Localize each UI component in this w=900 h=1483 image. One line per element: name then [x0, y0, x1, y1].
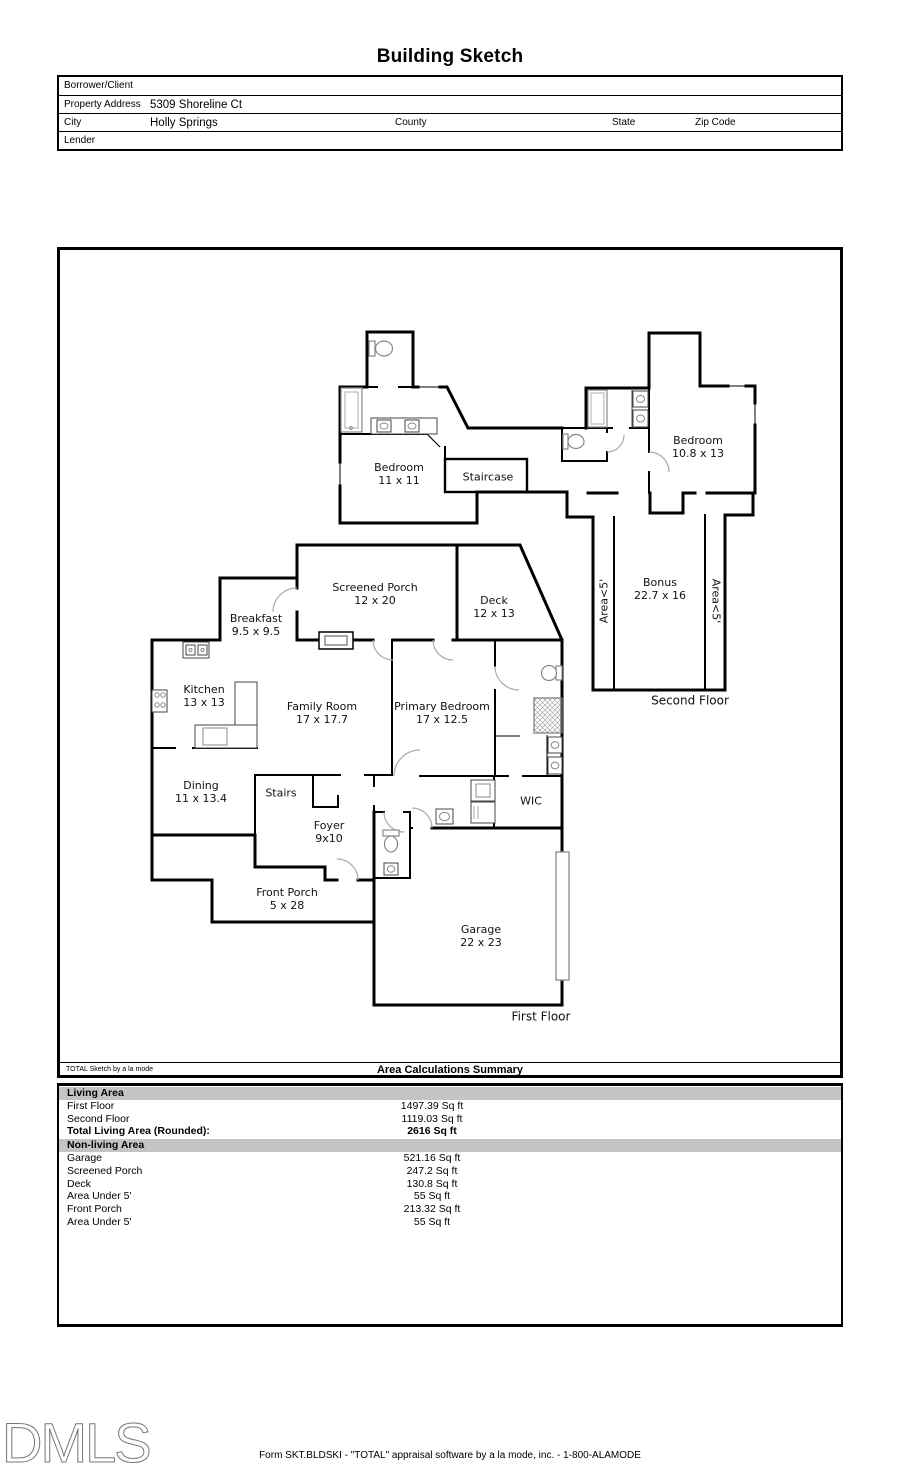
- door-arcs: [272, 433, 670, 881]
- header-row-address: Property Address 5309 Shoreline Ct: [59, 96, 841, 114]
- property-address-value: 5309 Shoreline Ct: [150, 99, 243, 111]
- table-row-total: Total Living Area (Rounded): 2616 Sq ft: [67, 1125, 457, 1138]
- sink-icon: [383, 862, 399, 876]
- watermark-text: DMLS: [2, 1411, 150, 1474]
- property-address-label: Property Address: [64, 99, 141, 110]
- table-row: Second Floor 1119.03 Sq ft: [67, 1112, 463, 1125]
- zip-code-label: Zip Code: [695, 117, 736, 128]
- room-label-area-under-5-left: Area<5': [597, 578, 611, 624]
- sketch-branding: TOTAL Sketch by a la mode: [66, 1066, 154, 1073]
- double-vanity-icon: [370, 417, 438, 435]
- fixtures: [151, 340, 649, 981]
- staircase-box: [443, 457, 529, 494]
- table-row: Front Porch 213.32 Sq ft: [67, 1203, 461, 1216]
- header-row-lender: Lender: [59, 132, 841, 149]
- table-row: First Floor 1497.39 Sq ft: [67, 1099, 464, 1112]
- county-label: County: [395, 117, 427, 128]
- page-title: Building Sketch: [376, 46, 524, 67]
- floorplan-drawing: [150, 330, 757, 1007]
- floor-label-first: First Floor: [511, 1009, 571, 1024]
- sink-icon: [547, 736, 563, 775]
- kitchen-island-icon: [194, 681, 258, 749]
- nonliving-area-header: Non-living Area: [59, 1139, 841, 1152]
- exterior-walls: [150, 330, 757, 1007]
- toilet-icon: [382, 829, 400, 853]
- form-footer: Form SKT.BLDSKI - "TOTAL" appraisal soft…: [259, 1450, 641, 1461]
- garage-door-icon: [555, 851, 570, 981]
- table-row: Garage 521.16 Sq ft: [67, 1151, 461, 1164]
- property-header-table: Borrower/Client Property Address 5309 Sh…: [57, 75, 843, 151]
- shower-icon: [587, 389, 608, 428]
- caption-divider: [57, 1062, 843, 1063]
- kitchen-sink-icon: [182, 641, 210, 659]
- living-area-header: Living Area: [59, 1087, 841, 1100]
- fireplace-icon: [318, 631, 354, 650]
- city-label: City: [64, 117, 82, 128]
- table-row: Screened Porch 247.2 Sq ft: [67, 1164, 458, 1177]
- header-row-borrower: Borrower/Client: [59, 77, 841, 96]
- state-label: State: [612, 117, 636, 128]
- room-label-area-under-5-right: Area<5': [709, 578, 723, 624]
- dmls-watermark: DMLS: [2, 1411, 152, 1475]
- shower-icon: [533, 697, 563, 734]
- toilet-icon: [562, 433, 585, 450]
- area-calculations-table: Living Area First Floor 1497.39 Sq ft Se…: [57, 1083, 843, 1327]
- room-label-staircase: Staircase: [462, 470, 514, 484]
- washer-dryer-icon: [470, 779, 496, 824]
- city-value: Holly Springs: [150, 117, 218, 129]
- area-summary-title: Area Calculations Summary: [376, 1064, 524, 1076]
- header-row-city: City Holly Springs County State Zip Code: [59, 114, 841, 132]
- table-row: Area Under 5' 55 Sq ft: [67, 1215, 451, 1228]
- room-label-stairs: Stairs: [265, 786, 297, 800]
- window-lines: [339, 385, 756, 775]
- borrower-label: Borrower/Client: [64, 80, 133, 91]
- room-label-wic: WIC: [520, 794, 542, 808]
- toilet-icon: [540, 664, 563, 682]
- interior-walls: [151, 386, 706, 879]
- table-row: Area Under 5' 55 Sq ft: [67, 1190, 451, 1203]
- range-icon: [151, 689, 168, 713]
- floor-label-second: Second Floor: [651, 693, 729, 708]
- lender-label: Lender: [64, 135, 96, 146]
- table-row: Deck 130.8 Sq ft: [67, 1177, 458, 1190]
- shower-icon: [340, 387, 363, 433]
- laundry-sink-icon: [435, 808, 454, 825]
- sink-icon: [631, 388, 649, 428]
- toilet-icon: [368, 340, 394, 357]
